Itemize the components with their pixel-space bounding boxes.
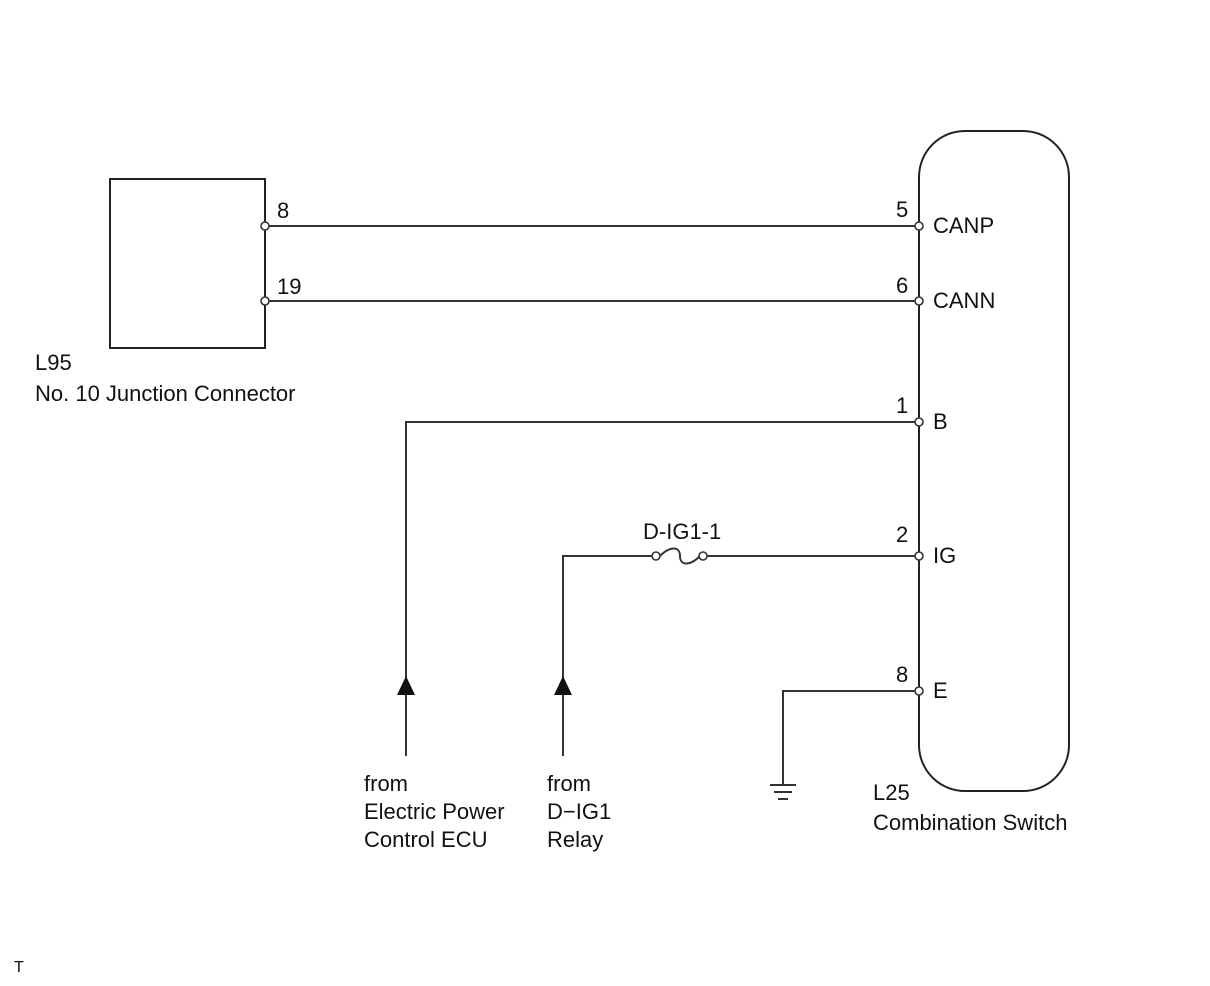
fuse-label: D-IG1-1 <box>643 519 721 544</box>
combination-switch-code: L25 <box>873 780 910 805</box>
junction-pin-number-cann: 19 <box>277 274 301 299</box>
switch-pin-number: 6 <box>896 273 908 298</box>
combination-switch-box <box>918 130 1070 792</box>
junction-connector-box <box>109 178 266 349</box>
ig-wire-left <box>562 555 656 756</box>
switch-terminal-label: E <box>933 678 948 703</box>
fuse-terminal-left <box>651 551 661 561</box>
fuse-icon <box>659 547 701 565</box>
switch-terminal-label: B <box>933 409 948 434</box>
switch-pin-number: 1 <box>896 393 908 418</box>
relay-source-label: Relay <box>547 827 603 852</box>
switch-pin-number: 5 <box>896 197 908 222</box>
switch-pin-ig <box>914 551 924 561</box>
switch-pin-cann <box>914 296 924 306</box>
junction-pin-19 <box>260 296 270 306</box>
relay-source-label: D−IG1 <box>547 799 611 824</box>
ecu-source-label: from <box>364 771 408 796</box>
ground-icon <box>770 784 796 800</box>
fuse-terminal-right <box>698 551 708 561</box>
junction-connector-code: L95 <box>35 350 72 375</box>
switch-terminal-label: CANP <box>933 213 994 238</box>
junction-connector-name: No. 10 Junction Connector <box>35 381 296 406</box>
b-wire <box>405 421 919 756</box>
switch-terminal-label: CANN <box>933 288 995 313</box>
ecu-source-label: Electric Power <box>364 799 505 824</box>
switch-pin-b <box>914 417 924 427</box>
switch-pin-number: 8 <box>896 662 908 687</box>
ecu-source-label: Control ECU <box>364 827 487 852</box>
relay-arrow-icon <box>554 676 572 695</box>
relay-source-label: from <box>547 771 591 796</box>
corner-mark: T <box>14 959 24 976</box>
switch-pin-e <box>914 686 924 696</box>
junction-pin-8 <box>260 221 270 231</box>
switch-pin-canp <box>914 221 924 231</box>
ecu-arrow-icon <box>397 676 415 695</box>
e-wire <box>782 690 919 784</box>
switch-pin-number: 2 <box>896 522 908 547</box>
junction-pin-number-canp: 8 <box>277 198 289 223</box>
switch-terminal-label: IG <box>933 543 956 568</box>
combination-switch-name: Combination Switch <box>873 810 1067 835</box>
